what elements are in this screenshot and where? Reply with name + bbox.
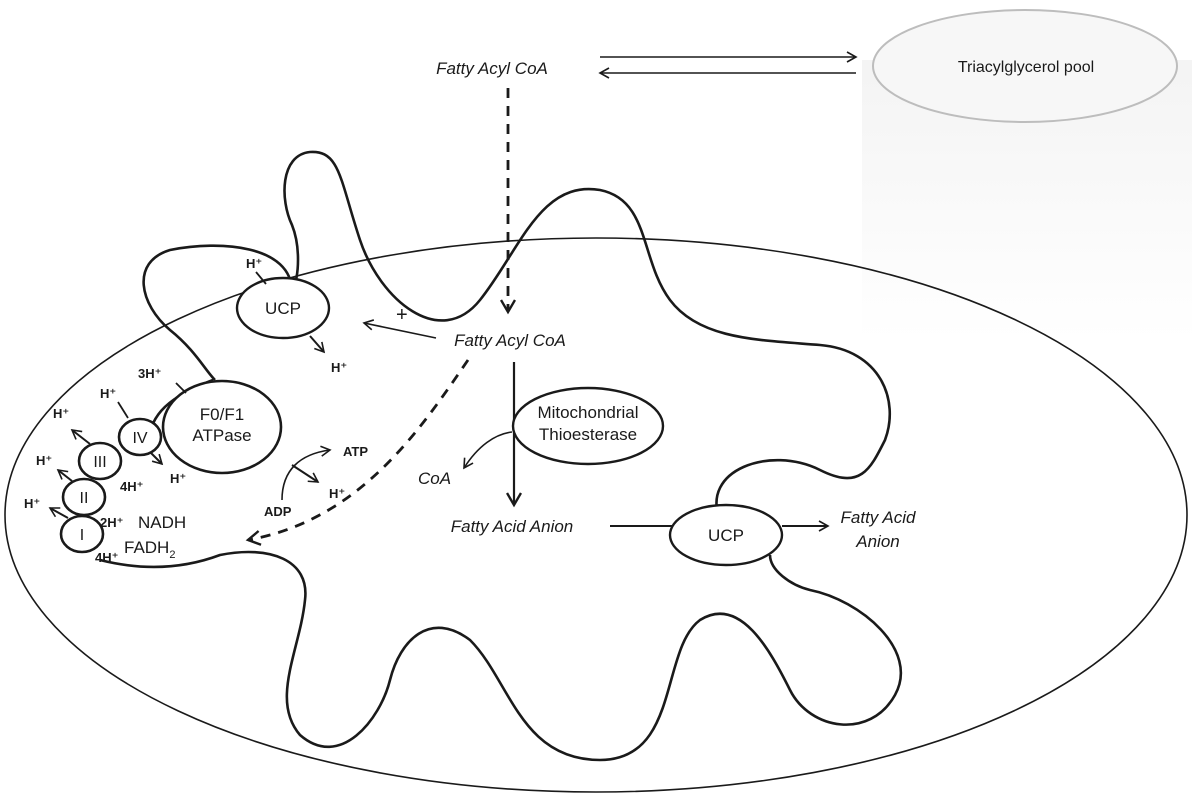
nadh-label: NADH bbox=[138, 513, 186, 532]
atp-synthase-3h-line bbox=[175, 382, 187, 394]
complex-iv-ellipse bbox=[117, 417, 163, 457]
complex-iv-h-in-arrow bbox=[149, 451, 164, 466]
complex-iv-h-in: H⁺ bbox=[170, 471, 186, 486]
atp-synthase: F0/F1 ATPase 3H⁺ ATP ADP H⁺ bbox=[138, 366, 368, 519]
pool-ellipse bbox=[872, 9, 1178, 123]
complex-i-4h: 4H⁺ bbox=[95, 550, 118, 565]
complex-iii-ellipse bbox=[77, 441, 123, 481]
plus-sign: + bbox=[396, 304, 408, 326]
fadh2-base: FADH bbox=[124, 538, 169, 557]
complex-iii-label: III bbox=[93, 454, 106, 471]
complex-iv-h-line bbox=[117, 401, 129, 419]
atp-synthase-3h: 3H⁺ bbox=[138, 366, 161, 381]
atp-synthase-label-1: F0/F1 bbox=[200, 405, 244, 424]
fatty-acyl-coa-matrix-label: Fatty Acyl CoA bbox=[454, 331, 566, 350]
complex-ii-h: H⁺ bbox=[36, 453, 52, 468]
adp-to-atp-arrow bbox=[281, 445, 332, 501]
atpase-h-out-arrow bbox=[291, 464, 320, 483]
complex-iii-4h: 4H⁺ bbox=[120, 479, 143, 494]
fatty-acid-anion-out-label-1: Fatty Acid bbox=[841, 508, 916, 527]
fadh2-label: FADH2 bbox=[124, 538, 175, 561]
ucp-bottom-ellipse bbox=[668, 503, 784, 567]
thioesterase-label-1: Mitochondrial bbox=[537, 403, 638, 422]
thioesterase-label-2: Thioesterase bbox=[539, 425, 637, 444]
atpase-h-out: H⁺ bbox=[329, 486, 345, 501]
ucp-bottom-label: UCP bbox=[708, 526, 744, 545]
ucp-top-h-out-arrow bbox=[309, 335, 326, 354]
fatty-acid-anion-matrix-label: Fatty Acid Anion bbox=[451, 517, 574, 536]
thioesterase-ellipse bbox=[511, 386, 665, 466]
adp-label: ADP bbox=[264, 504, 292, 519]
ucp-top-h-out: H⁺ bbox=[331, 360, 347, 375]
exchange-arrows bbox=[598, 51, 858, 79]
complex-iii-h: H⁺ bbox=[53, 406, 69, 421]
ucp-top: UCP H⁺ H⁺ bbox=[235, 256, 347, 375]
pool-label: Triacylglycerol pool bbox=[958, 59, 1094, 76]
atp-synthase-ellipse bbox=[161, 379, 283, 475]
complex-ii-h-arrow bbox=[56, 468, 73, 482]
inner-membrane bbox=[99, 150, 903, 762]
coa-release-arrow bbox=[463, 431, 513, 470]
triacylglycerol-pool: Triacylglycerol pool bbox=[862, 9, 1192, 340]
ucp-top-h-in: H⁺ bbox=[246, 256, 262, 271]
complex-i-ellipse bbox=[59, 514, 105, 554]
complex-i-label: I bbox=[80, 527, 84, 544]
ucp-top-h-in-line bbox=[255, 271, 267, 285]
complex-iii-h-arrow bbox=[70, 428, 91, 445]
outer-membrane bbox=[4, 237, 1188, 793]
ucp-bottom: UCP bbox=[668, 503, 784, 567]
complex-ii-label: II bbox=[80, 490, 89, 507]
electron-transport-chain: IV III II I H⁺ H⁺ H⁺ H⁺ H⁺ 4H⁺ 2H⁺ 4H⁺ N… bbox=[24, 386, 186, 565]
complex-i-h: H⁺ bbox=[24, 496, 40, 511]
complex-ii-2h: 2H⁺ bbox=[100, 515, 123, 530]
complex-i-h-arrow bbox=[48, 507, 69, 519]
fadh2-subscript: 2 bbox=[169, 549, 175, 561]
fatty-acyl-coa-cytosol-label: Fatty Acyl CoA bbox=[436, 59, 548, 78]
fatty-acid-anion-out-label-2: Anion bbox=[855, 532, 899, 551]
coa-label: CoA bbox=[418, 469, 451, 488]
atp-synthase-label-2: ATPase bbox=[192, 426, 251, 445]
mitochondrial-thioesterase: Mitochondrial Thioesterase CoA bbox=[418, 362, 665, 505]
ucp-top-label: UCP bbox=[265, 299, 301, 318]
stimulate-ucp-arrow bbox=[362, 319, 437, 339]
atp-label: ATP bbox=[343, 444, 368, 459]
complex-iv-h: H⁺ bbox=[100, 386, 116, 401]
complex-iv-label: IV bbox=[132, 430, 147, 447]
ucp-top-ellipse bbox=[235, 276, 331, 340]
